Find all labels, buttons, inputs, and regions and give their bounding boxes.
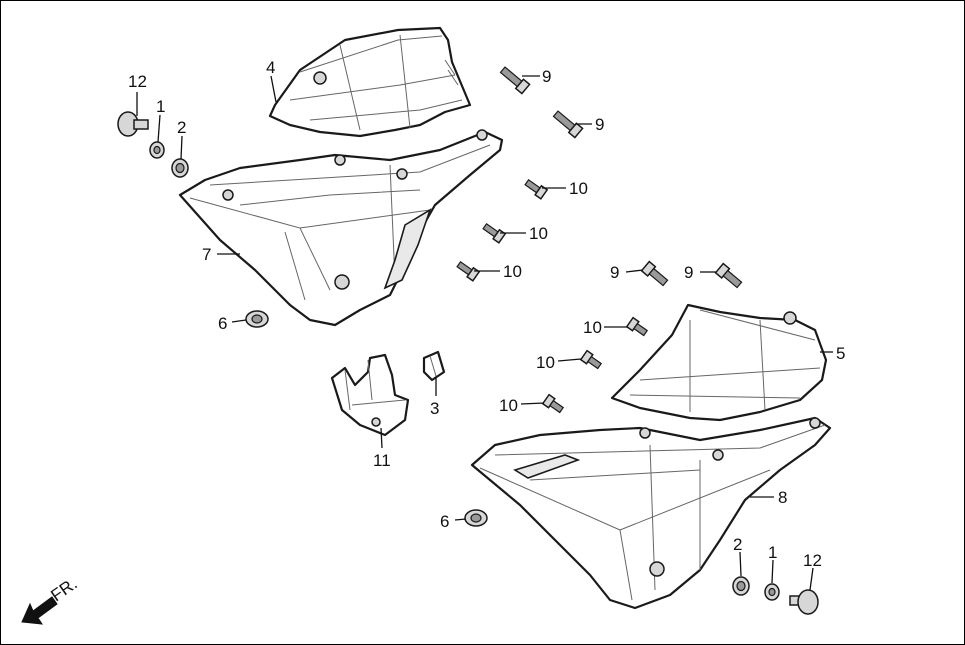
front-arrow-icon (21, 596, 58, 625)
callout-9a: 9 (542, 67, 551, 86)
callout-1-right: 1 (768, 543, 777, 562)
callout-12-left: 12 (128, 72, 147, 91)
part-11-bracket (330, 353, 410, 437)
bolt-10f (541, 393, 565, 414)
callout-6-right: 6 (440, 512, 449, 531)
callout-2-left: 2 (177, 118, 186, 137)
part-8-right-side-cover (470, 416, 832, 610)
front-direction-indicator: FR. (21, 574, 81, 625)
callout-9d: 9 (684, 263, 693, 282)
bolt-9a (499, 66, 531, 95)
callout-10a: 10 (569, 179, 588, 198)
part-6-grommet-right (464, 509, 488, 527)
callout-10d: 10 (583, 318, 602, 337)
callout-9c: 9 (610, 263, 619, 282)
callout-12-right: 12 (803, 551, 822, 570)
bolt-9b (552, 110, 584, 139)
part-12-screw-right (789, 589, 819, 615)
callout-6-left: 6 (218, 314, 227, 333)
callout-4: 4 (266, 58, 275, 77)
part-6-grommet-left (245, 310, 269, 328)
bolt-10d (625, 316, 649, 337)
callout-labels: 12 1 2 4 9 9 10 10 10 7 6 9 9 10 5 10 3 … (128, 58, 845, 570)
callout-10e: 10 (536, 353, 555, 372)
callout-9b: 9 (595, 115, 604, 134)
callout-5: 5 (836, 344, 845, 363)
callout-10c: 10 (503, 262, 522, 281)
bolt-10e (579, 349, 603, 370)
callout-10b: 10 (529, 224, 548, 243)
callout-10f: 10 (499, 396, 518, 415)
part-12-screw-left (117, 111, 149, 137)
part-2-grommet-left (171, 158, 189, 178)
part-4-inner-cover (268, 26, 472, 138)
bolt-9d (714, 262, 743, 289)
callout-3: 3 (430, 399, 439, 418)
part-1-collar-right (764, 583, 780, 601)
part-3-clip-nut (422, 350, 446, 382)
part-2-grommet-right (732, 576, 750, 596)
part-5-inner-cover (610, 303, 828, 422)
bolt-10b (482, 222, 507, 244)
callout-1-left: 1 (156, 97, 165, 116)
bolt-10c (456, 260, 481, 282)
bolt-9c (640, 260, 669, 287)
callout-11: 11 (373, 451, 391, 470)
part-1-collar-left (149, 141, 165, 159)
leader-lines (136, 75, 833, 591)
callout-2-right: 2 (733, 535, 742, 554)
part-7-left-side-cover (178, 129, 504, 327)
callout-8: 8 (778, 488, 787, 507)
callout-7: 7 (202, 245, 211, 264)
